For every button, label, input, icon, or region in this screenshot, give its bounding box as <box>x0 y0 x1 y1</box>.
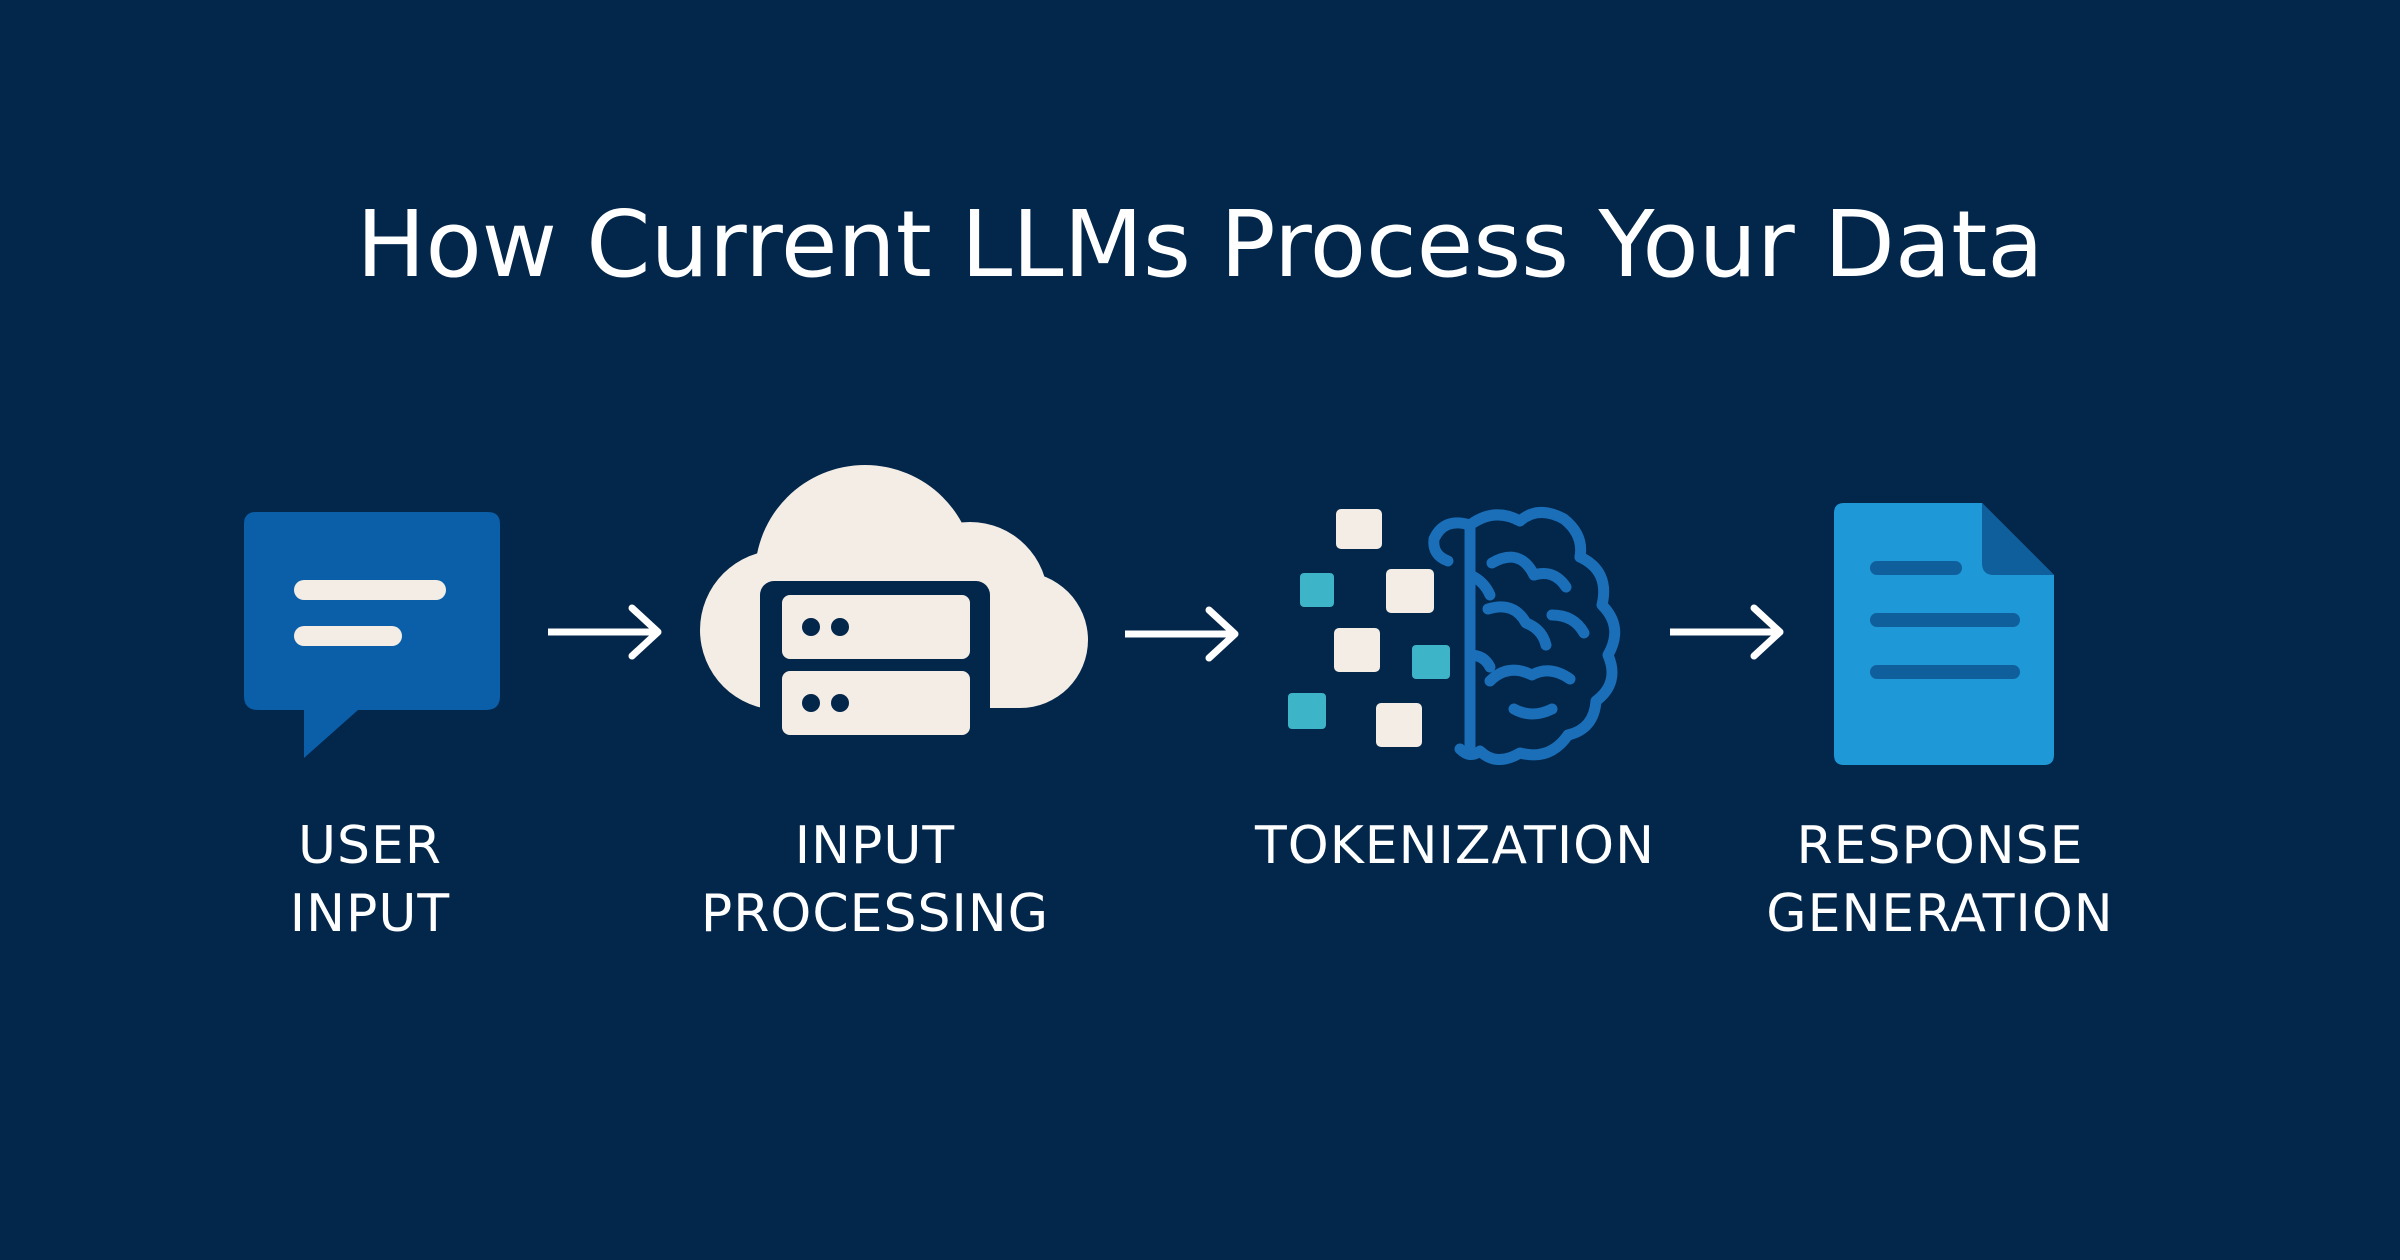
step-label-user-input: USER INPUT <box>289 816 451 944</box>
step-label-response-generation: RESPONSE GENERATION <box>1766 816 2114 944</box>
document-icon <box>1834 503 2054 765</box>
chat-bubble-icon <box>244 512 500 758</box>
arrow-right-icon <box>1670 604 1784 660</box>
arrow-right-icon <box>1125 606 1239 662</box>
arrow-right-icon <box>548 604 662 660</box>
diagram-title: How Current LLMs Process Your Data <box>356 191 2044 298</box>
step-label-tokenization: TOKENIZATION <box>1255 816 1655 876</box>
step-label-input-processing: INPUT PROCESSING <box>700 816 1050 944</box>
tokens-brain-icon <box>1288 507 1621 765</box>
cloud-server-icon <box>700 465 1088 741</box>
